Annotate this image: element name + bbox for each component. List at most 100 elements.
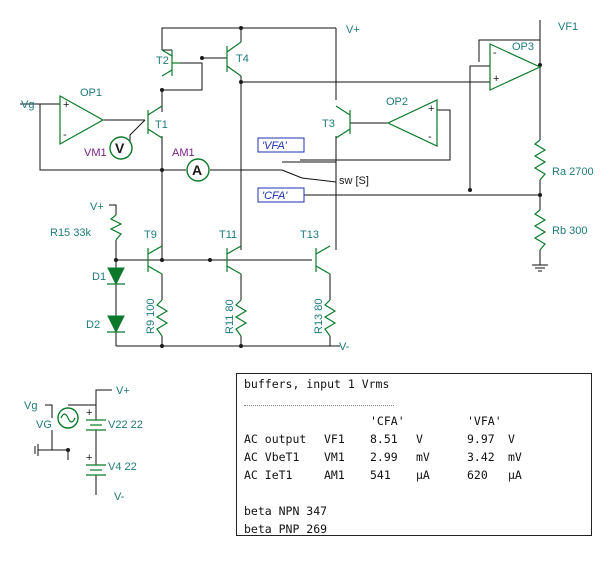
row-vfa-value: 3.42 (467, 450, 495, 464)
label-t9: T9 (144, 229, 157, 241)
results-divider (244, 395, 394, 406)
v4-plus: + (86, 452, 92, 464)
ammeter-am1: A (186, 158, 210, 182)
results-spacer (244, 486, 591, 504)
header-cfa: 'CFA' (370, 414, 405, 428)
label-vplus-r15: V+ (90, 201, 104, 213)
resistor-ra (533, 139, 547, 181)
label-vg-name: VG (36, 419, 52, 431)
row-cfa-value: 2.99 (370, 450, 398, 464)
vfa-tag-box (257, 137, 305, 153)
cfa-tag-box (257, 187, 305, 203)
row-vfa-value: 620 (467, 468, 488, 482)
beta-npn: beta NPN 347 (244, 504, 328, 518)
results-row: AC output VF1 8.51 V 9.97 V (244, 432, 591, 450)
label-sw: sw [S] (339, 175, 369, 187)
resistor-r15 (109, 214, 123, 241)
results-title: buffers, input 1 Vrms (244, 377, 390, 391)
component-labels: V+ VF1 OP3 Vg OP1 T1 T2 T4 T3 OP2 VM1 AM… (21, 21, 594, 503)
row-node: AM1 (324, 468, 345, 482)
circuit-schematic: + - + - + - (20, 20, 594, 503)
row-vfa-unit: V (508, 432, 515, 446)
label-t2: T2 (156, 55, 169, 67)
row-vfa-value: 9.97 (467, 432, 495, 446)
row-cfa-unit: µA (416, 468, 430, 482)
transistor-t9 (147, 245, 163, 275)
v22-plus: + (86, 407, 92, 419)
row-label: AC VbeT1 (244, 450, 300, 464)
op2-plus: + (428, 103, 434, 115)
label-d2: D2 (86, 319, 100, 331)
transistor-t3 (335, 105, 351, 139)
label-d1: D1 (92, 271, 106, 283)
cfa-tag: 'CFA' (262, 190, 288, 202)
voltmeter-glyph: V (115, 140, 125, 156)
op1-plus: + (63, 99, 69, 111)
label-t11: T11 (219, 229, 237, 241)
results-panel: buffers, input 1 Vrms 'CFA' 'VFA' AC out… (236, 373, 592, 536)
op3-plus: + (493, 73, 499, 85)
resistor-r13 (323, 299, 337, 337)
transistor-t13 (315, 245, 331, 275)
label-vm1: VM1 (84, 147, 107, 159)
battery-v4: + (86, 452, 106, 476)
label-vf1: VF1 (558, 21, 578, 33)
label-op1: OP1 (80, 87, 102, 99)
row-node: VM1 (324, 450, 345, 464)
op2-minus: - (428, 131, 432, 143)
ammeter-glyph: A (192, 162, 202, 178)
label-vminus-source: V- (114, 491, 125, 503)
row-cfa-value: 541 (370, 468, 391, 482)
label-t1: T1 (155, 119, 168, 131)
label-vg: Vg (21, 99, 34, 111)
resistor-rb (533, 209, 547, 251)
label-op2: OP2 (386, 96, 408, 108)
row-cfa-value: 8.51 (370, 432, 398, 446)
row-label: AC IeT1 (244, 468, 293, 482)
op3-amplifier: + - (489, 43, 542, 91)
results-row: AC IeT1 AM1 541 µA 620 µA (244, 468, 591, 486)
op1-minus: - (63, 129, 67, 141)
label-rb: Rb 300 (552, 225, 587, 237)
diode-d2 (107, 315, 125, 334)
battery-v22: + (86, 407, 106, 431)
label-ra: Ra 2700 (552, 166, 594, 178)
label-r13: R13 80 (313, 299, 325, 334)
transistor-t11 (226, 245, 242, 275)
row-node: VF1 (324, 432, 345, 446)
junctions (66, 26, 542, 452)
op2-amplifier: + - (386, 99, 438, 147)
beta-pnp: beta PNP 269 (244, 522, 328, 536)
transistor-t4 (226, 41, 242, 77)
label-v4: V4 22 (108, 461, 137, 473)
label-r9: R9 100 (145, 299, 157, 334)
label-vminus: V- (339, 341, 350, 353)
label-r15: R15 33k (50, 227, 91, 239)
op1-amplifier: + - (59, 94, 105, 146)
diode-d1 (107, 267, 125, 286)
transistor-t2 (161, 49, 180, 77)
label-vplus-top: V+ (346, 24, 360, 36)
label-t13: T13 (300, 229, 319, 241)
results-row: AC VbeT1 VM1 2.99 mV 3.42 mV (244, 450, 591, 468)
label-op3: OP3 (512, 41, 534, 53)
label-v22: V22 22 (108, 419, 143, 431)
vfa-tag: 'VFA' (262, 140, 288, 152)
row-cfa-unit: V (416, 432, 423, 446)
label-vplus-source: V+ (116, 385, 130, 397)
row-cfa-unit: mV (416, 450, 430, 464)
voltmeter-vm1: V (109, 136, 133, 160)
resistor-r11 (234, 299, 248, 337)
ground-symbol (532, 264, 548, 272)
row-vfa-unit: mV (508, 450, 522, 464)
label-vg-source: Vg (24, 400, 37, 412)
header-vfa: 'VFA' (467, 414, 502, 428)
sine-source-vg (57, 407, 79, 429)
resistor-r9 (155, 299, 169, 337)
label-r11: R11 80 (224, 299, 236, 334)
label-t3: T3 (322, 118, 335, 130)
ground-symbol-source (34, 444, 39, 456)
label-am1: AM1 (172, 147, 195, 159)
op3-minus: - (493, 47, 497, 59)
wires (20, 20, 541, 495)
